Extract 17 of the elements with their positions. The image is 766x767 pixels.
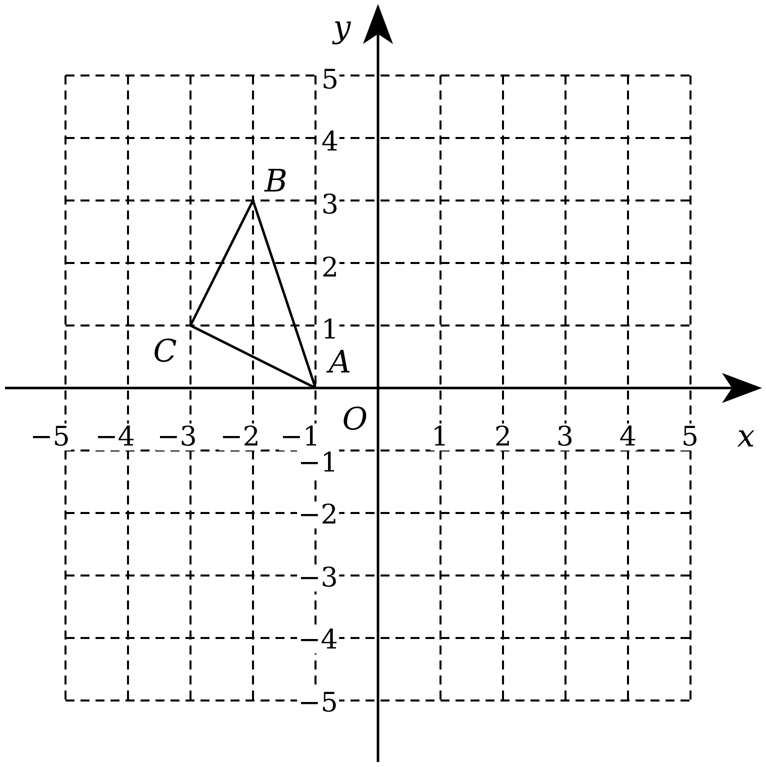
tick-label: 3 bbox=[555, 424, 575, 450]
point-label: B bbox=[264, 166, 288, 198]
point-label: y bbox=[332, 12, 352, 44]
tick-label: −2 bbox=[297, 502, 339, 528]
point-label: C bbox=[152, 336, 178, 368]
tick-label: −2 bbox=[219, 424, 261, 450]
tick-label: −1 bbox=[297, 450, 339, 476]
point-label: O bbox=[341, 404, 369, 436]
point-label: A bbox=[328, 348, 352, 378]
tick-label: 1 bbox=[430, 424, 450, 450]
tick-label: −3 bbox=[156, 424, 198, 450]
tick-label: 4 bbox=[618, 424, 638, 450]
triangle bbox=[189, 199, 317, 390]
tick-label: −4 bbox=[94, 424, 136, 450]
tick-label: −4 bbox=[297, 626, 339, 654]
tick-label: −3 bbox=[297, 564, 339, 592]
point-label: x bbox=[736, 422, 756, 452]
